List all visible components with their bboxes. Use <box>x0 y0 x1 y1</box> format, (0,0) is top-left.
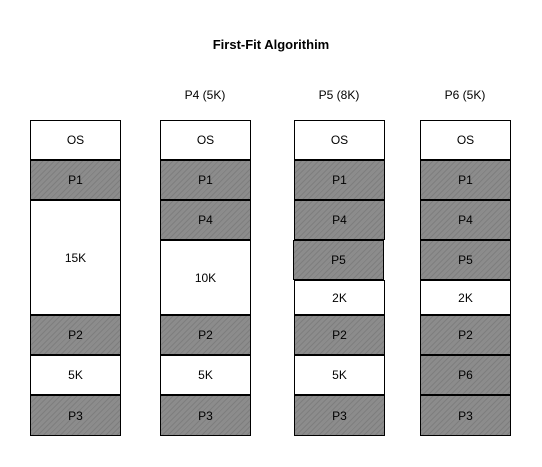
block-p3: P3 <box>294 395 385 436</box>
block-os: OS <box>420 120 511 160</box>
block-p4: P4 <box>160 200 251 240</box>
block-p3: P3 <box>160 395 251 436</box>
block-p1: P1 <box>420 160 511 200</box>
block-p1: P1 <box>294 160 385 200</box>
block-free-5k: 5K <box>30 355 121 395</box>
block-p5: P5 <box>420 240 511 280</box>
block-p5: P5 <box>293 240 384 280</box>
block-p4: P4 <box>294 200 385 240</box>
block-p3: P3 <box>420 395 511 436</box>
diagram-title: First-Fit Algorithim <box>212 37 330 52</box>
block-free-15k: 15K <box>30 200 121 315</box>
block-p6: P6 <box>420 355 511 395</box>
block-free-2k: 2K <box>420 280 511 315</box>
block-free-5k: 5K <box>294 355 385 395</box>
block-p1: P1 <box>30 160 121 200</box>
block-free-10k: 10K <box>160 240 251 315</box>
block-p2: P2 <box>420 315 511 355</box>
block-free-5k: 5K <box>160 355 251 395</box>
block-p2: P2 <box>294 315 385 355</box>
block-os: OS <box>294 120 385 160</box>
block-os: OS <box>160 120 251 160</box>
block-p3: P3 <box>30 395 121 436</box>
column-header-p5: P5 (8K) <box>318 88 360 102</box>
block-p1: P1 <box>160 160 251 200</box>
column-header-p6: P6 (5K) <box>444 88 486 102</box>
block-free-2k: 2K <box>294 280 385 315</box>
column-header-p4: P4 (5K) <box>184 88 226 102</box>
block-p2: P2 <box>30 315 121 355</box>
block-p4: P4 <box>420 200 511 240</box>
block-os: OS <box>30 120 121 160</box>
block-p2: P2 <box>160 315 251 355</box>
